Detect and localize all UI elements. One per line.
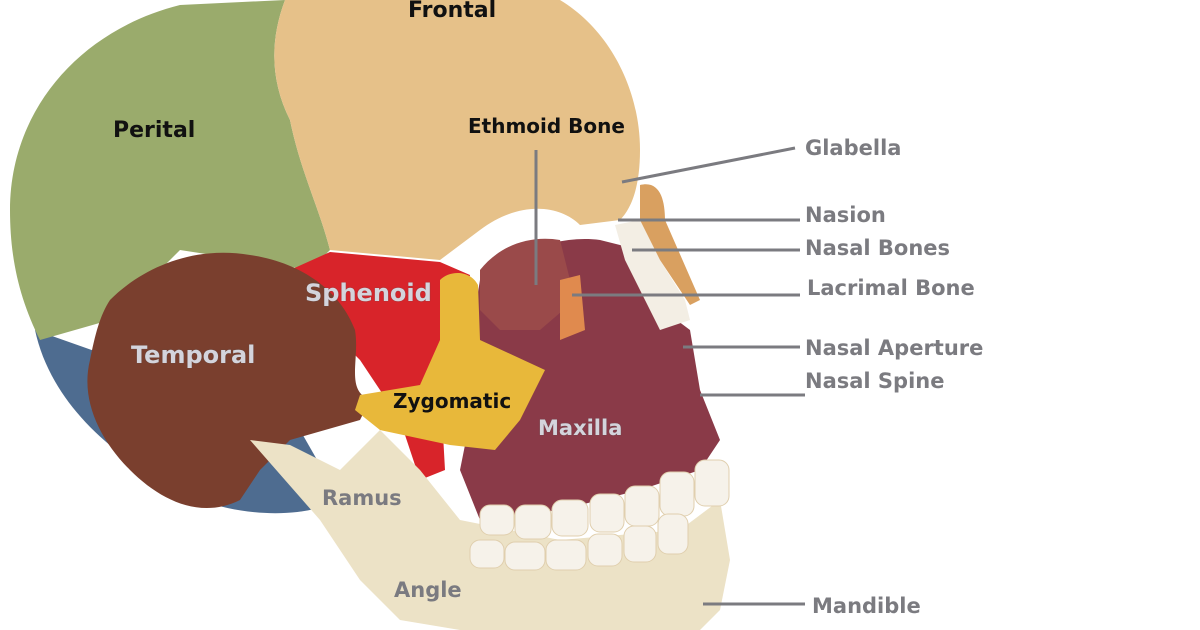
lower-teeth (469, 513, 689, 571)
frontal-bone (274, 0, 640, 260)
label-frontal: Frontal (408, 0, 497, 23)
leader-lines (534, 146, 805, 606)
label-zygomatic: Zygomatic (393, 389, 512, 413)
nasal-bones (615, 220, 690, 330)
temporal-bone (87, 252, 371, 509)
callout-nasal-spine: Nasal Spine (805, 369, 945, 393)
ethmoid-bone (480, 238, 575, 330)
glabella-leader-line (621, 146, 796, 184)
label-angle: Angle (394, 578, 462, 602)
callout-mandible: Mandible (812, 594, 921, 618)
callout-nasal-aperture: Nasal Aperture (805, 336, 984, 360)
label-ramus: Ramus (322, 486, 402, 510)
label-sphenoid: Sphenoid (305, 279, 432, 307)
lacrimal-bone (560, 275, 585, 340)
callout-nasal-bones: Nasal Bones (805, 236, 951, 260)
callout-lacrimal-bone: Lacrimal Bone (807, 276, 975, 300)
callout-glabella: Glabella (805, 136, 902, 160)
zygomatic-bone (355, 273, 545, 450)
label-ethmoid-bone: Ethmoid Bone (468, 114, 625, 138)
label-temporal: Temporal (131, 341, 256, 369)
nasal-region (640, 184, 700, 305)
label-parietal: Perital (113, 118, 196, 143)
upper-teeth (479, 459, 730, 540)
callout-nasion: Nasion (805, 203, 886, 227)
label-maxilla: Maxilla (538, 416, 623, 440)
